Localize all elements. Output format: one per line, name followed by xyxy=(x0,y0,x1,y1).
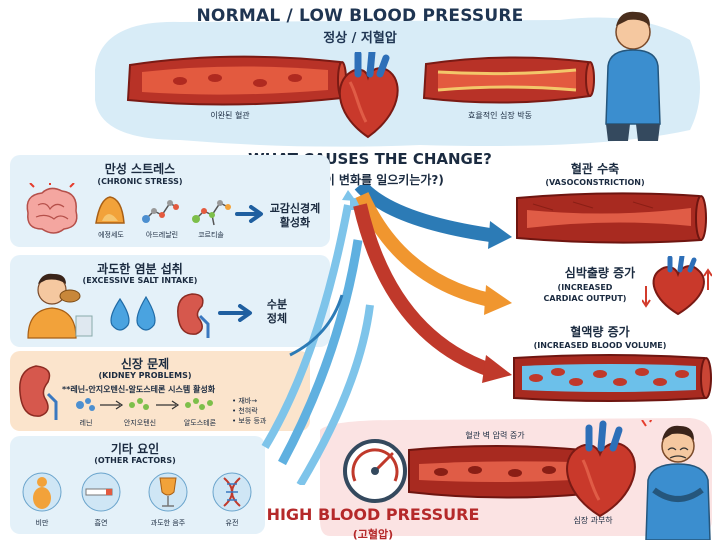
kidney-subtitle: (KIDNEY PROBLEMS) xyxy=(98,371,192,380)
heart-overload-label: 심장 과부하 xyxy=(573,516,613,525)
other-subtitle: (OTHER FACTORS) xyxy=(94,456,176,465)
top-title: NORMAL / LOW BLOOD PRESSURE xyxy=(196,6,524,26)
cortisol-molecule-icon xyxy=(192,200,231,226)
brain-icon xyxy=(26,183,78,234)
kidney-icon xyxy=(177,293,210,338)
cardiac-output-title: 심박출량 증가 xyxy=(564,266,636,280)
stress-subtitle: (CHRONIC STRESS) xyxy=(97,177,183,186)
stress-item-1: 에정세도 xyxy=(98,231,124,239)
hypertensive-vessel-illustration xyxy=(408,445,587,499)
cardiac-output-subtitle-2: CARDIAC OUTPUT) xyxy=(543,294,627,303)
other-item-smoking: 흡연 xyxy=(94,519,108,527)
wall-pressure-label: 혈관 벽 압력 증가 xyxy=(465,431,525,440)
heart-icon xyxy=(338,52,399,139)
stress-result: 교감신경계 활성화 xyxy=(269,202,321,229)
adrenal-gland-icon xyxy=(95,196,125,224)
blood-volume-subtitle: (INCREASED BLOOD VOLUME) xyxy=(533,341,667,350)
relaxed-vessel-illustration xyxy=(126,55,347,106)
other-title: 기타 요인 xyxy=(110,442,160,456)
other-item-genetics: 유전 xyxy=(225,519,239,527)
vasoconstriction-subtitle: (VASOCONSTRICTION) xyxy=(545,178,645,187)
water-drops-icon xyxy=(110,295,156,331)
efficient-heartbeat-label: 효율적인 심장 박동 xyxy=(468,111,532,120)
high-bp-subtitle: (고혈압) xyxy=(352,528,394,541)
blood-volume-title: 혈액량 증가 xyxy=(570,325,630,339)
kidney-item-1: 레닌 xyxy=(79,419,93,427)
kidney-title: 신장 문제 xyxy=(120,357,170,371)
kidney-organ-icon xyxy=(19,365,58,420)
top-subtitle: 정상 / 저혈압 xyxy=(323,31,397,46)
overloaded-heart-icon xyxy=(566,420,636,518)
stress-title: 만성 스트레스 xyxy=(104,162,176,176)
pressure-gauge-icon xyxy=(343,439,407,503)
person-eating-illustration xyxy=(27,273,93,339)
high-bp-title: HIGH BLOOD PRESSURE xyxy=(266,505,480,524)
constricted-vessel-illustration xyxy=(516,192,707,244)
salt-subtitle: (EXCESSIVE SALT INTAKE) xyxy=(82,276,198,285)
stress-arrow-icon xyxy=(235,205,263,223)
kidney-system-text: **레닌-안지오텐신-알도스테론 시스템 활성화 xyxy=(62,385,216,394)
stressed-person-illustration xyxy=(641,420,711,540)
flow-arrows xyxy=(261,185,512,485)
kidney-item-2: 안지오텐신 xyxy=(123,419,157,427)
kidney-item-3: 알도스테론 xyxy=(183,419,217,427)
cardiac-output-subtitle-1: (INCREASED xyxy=(557,283,613,292)
high-volume-vessel-illustration xyxy=(513,354,712,402)
salt-title: 과도한 염분 섭취 xyxy=(97,262,183,276)
central-question-korean: (무엇이 변화를 일으키는가?) xyxy=(296,173,444,187)
stress-item-2: 아드레날린 xyxy=(145,231,179,239)
vasoconstriction-title: 혈관 수축 xyxy=(570,162,620,176)
pumping-heart-icon xyxy=(642,256,712,316)
kidney-effect-2: • 천혀락 xyxy=(232,407,258,415)
salt-result: 수분 정체 xyxy=(266,298,288,325)
other-factor-icons xyxy=(22,472,252,512)
kidney-effect-1: • 재바→ xyxy=(232,397,258,405)
hormone-cascade-icons xyxy=(76,398,213,411)
adrenaline-molecule-icon xyxy=(142,200,179,223)
other-item-drinking: 과도한 음주 xyxy=(150,519,186,527)
kidney-effect-3: • 보등 등과 xyxy=(232,417,267,425)
other-item-obesity: 비만 xyxy=(35,519,49,527)
salt-arrow-icon xyxy=(218,304,252,322)
calm-person-illustration xyxy=(605,11,661,141)
relaxed-vessel-label: 이완된 혈관 xyxy=(210,111,250,120)
efficient-vessel-illustration xyxy=(422,56,595,104)
kidney-panel xyxy=(10,351,310,431)
stress-item-3: 코르티솔 xyxy=(198,231,224,239)
